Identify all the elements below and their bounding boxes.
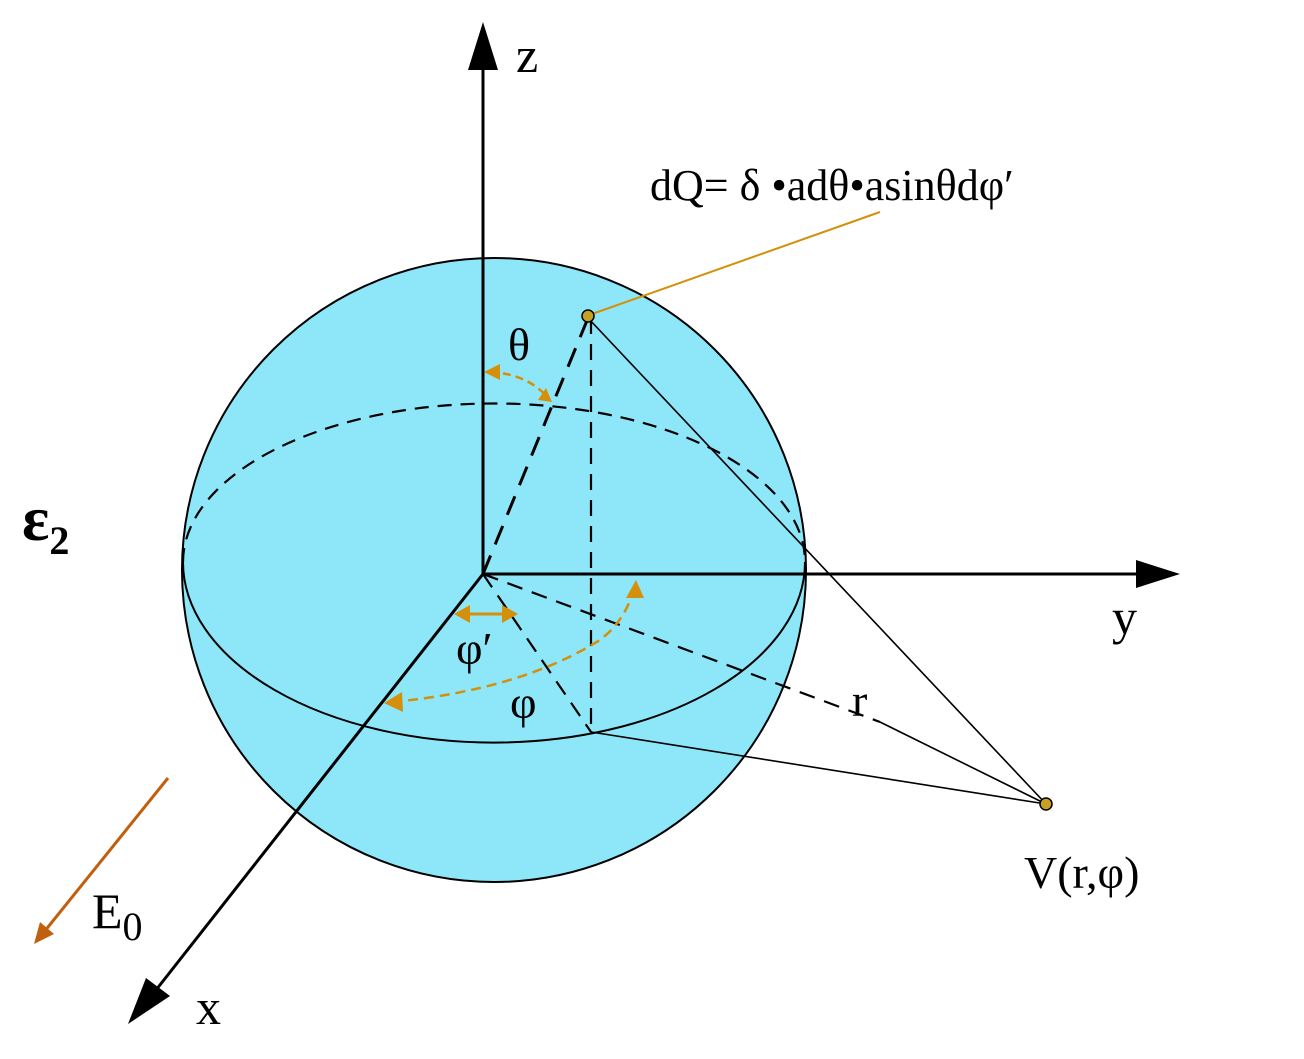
phi-prime-projection-dashed [482, 573, 592, 733]
field-arrow [42, 777, 170, 933]
radius-to-charge-dashed [481, 317, 590, 575]
r-label: r [852, 675, 867, 726]
potential-label: V(r,φ) [1024, 847, 1139, 898]
theta-label: θ [508, 319, 530, 370]
y-axis-arrowhead [1136, 560, 1180, 588]
epsilon-label: ε2 [22, 483, 69, 563]
plane-line-to-v-dashed [482, 572, 881, 724]
y-axis-label: y [1112, 589, 1137, 645]
line-plane-to-v [879, 721, 1047, 805]
phi-label: φ [510, 677, 537, 728]
phi-prime-label: φ′ [456, 623, 493, 674]
phi-angle-arc [391, 587, 636, 704]
potential-point [1039, 797, 1053, 811]
leader-line [591, 211, 881, 315]
equator-back [181, 402, 807, 563]
line-base-to-v [590, 731, 1047, 805]
x-axis-label: x [196, 979, 221, 1035]
sphere [181, 257, 807, 883]
line-charge-to-v [587, 317, 1047, 805]
equator-front [182, 561, 806, 744]
z-axis-label: z [516, 27, 538, 83]
field-label: E0 [92, 883, 143, 949]
x-axis-arrowhead [128, 978, 170, 1024]
x-axis [154, 573, 485, 991]
z-axis-arrowhead [468, 22, 498, 70]
charge-point [581, 309, 595, 323]
charge-formula: dQ= δ •adθ•asinθdφ′ [650, 161, 1014, 210]
